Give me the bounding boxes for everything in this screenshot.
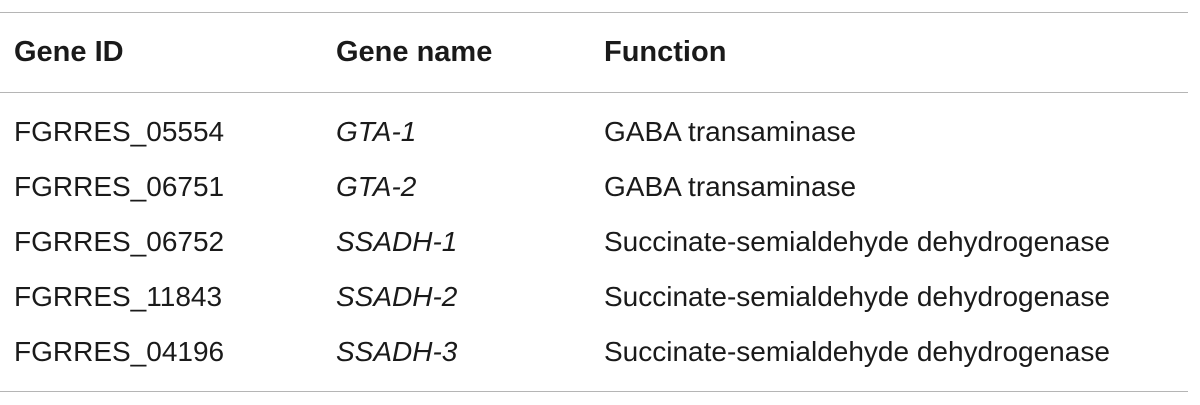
header-function: Function — [604, 36, 727, 68]
cell-gene-name: SSADH-3 — [336, 335, 458, 367]
header-row: Gene ID Gene name Function — [0, 13, 1188, 92]
table-row: FGRRES_06752 SSADH-1 Succinate-semialdeh… — [0, 214, 1188, 269]
table-row: FGRRES_06751 GTA-2 GABA transaminase — [0, 159, 1188, 214]
table-row: FGRRES_04196 SSADH-3 Succinate-semialdeh… — [0, 324, 1188, 379]
cell-gene-name: GTA-1 — [336, 115, 417, 147]
cell-gene-id: FGRRES_11843 — [14, 280, 223, 312]
top-rule — [0, 12, 1188, 13]
header-rule — [0, 92, 1188, 93]
table-row: FGRRES_11843 SSADH-2 Succinate-semialdeh… — [0, 269, 1188, 324]
bottom-rule — [0, 391, 1188, 392]
cell-gene-name: SSADH-2 — [336, 280, 458, 312]
cell-function: GABA transaminase — [604, 115, 857, 147]
header-gene-name: Gene name — [336, 36, 493, 68]
cell-gene-name: GTA-2 — [336, 170, 417, 202]
gene-table: Gene ID Gene name Function FGRRES_05554 … — [0, 13, 1188, 379]
cell-gene-id: FGRRES_06752 — [14, 225, 225, 257]
cell-gene-id: FGRRES_05554 — [14, 115, 225, 147]
header-gene-id: Gene ID — [14, 36, 124, 68]
cell-gene-id: FGRRES_04196 — [14, 335, 225, 367]
cell-function: GABA transaminase — [604, 170, 857, 202]
cell-gene-name: SSADH-1 — [336, 225, 458, 257]
cell-function: Succinate-semialdehyde dehydrogenase — [604, 335, 1110, 367]
table-row: FGRRES_05554 GTA-1 GABA transaminase — [0, 92, 1188, 159]
cell-function: Succinate-semialdehyde dehydrogenase — [604, 225, 1110, 257]
cell-gene-id: FGRRES_06751 — [14, 170, 225, 202]
cell-function: Succinate-semialdehyde dehydrogenase — [604, 280, 1110, 312]
